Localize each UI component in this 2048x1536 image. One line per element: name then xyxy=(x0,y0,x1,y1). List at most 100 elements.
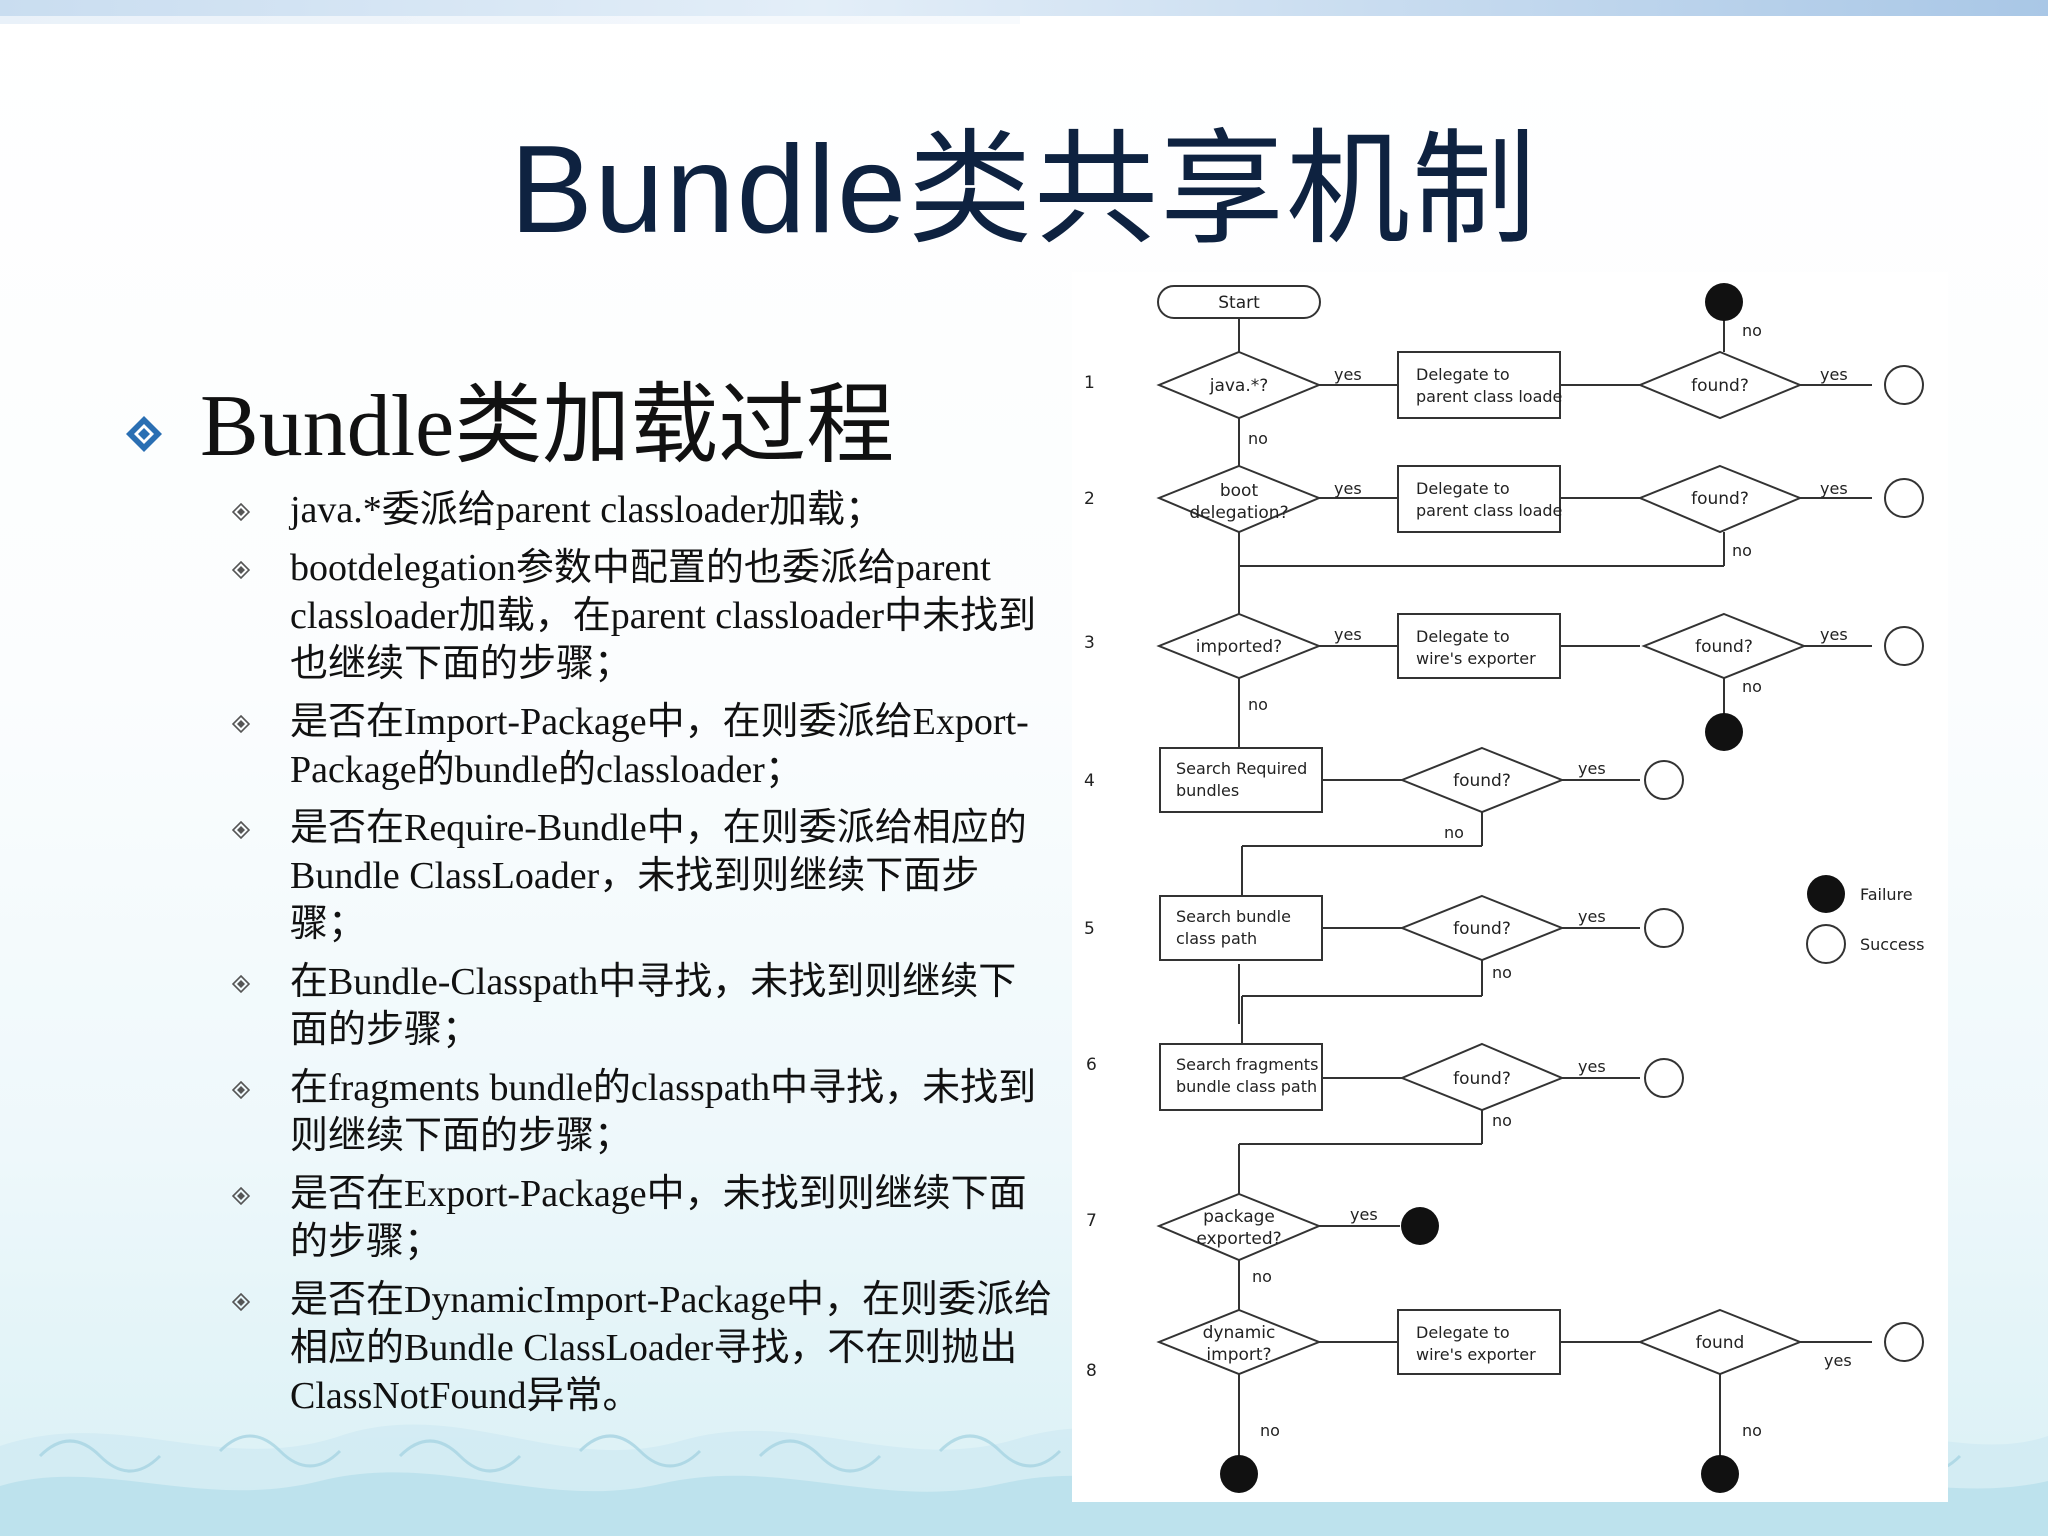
step-text: 在fragments bundle的classpath中寻找，未找到则继续下面的… xyxy=(290,1067,1037,1157)
edge-label-yes: yes xyxy=(1820,365,1848,384)
edge-label-no: no xyxy=(1742,677,1762,696)
process-search-bundle-classpath xyxy=(1159,895,1323,961)
success-node xyxy=(1884,626,1924,666)
process-delegate-wire-exporter xyxy=(1397,1309,1561,1375)
decision-found xyxy=(1641,612,1807,680)
process-label: wire's exporter xyxy=(1416,1345,1536,1364)
class-loading-flowchart: 1 2 3 4 5 6 7 8 9 Start java.*? boot del… xyxy=(1084,283,1924,1493)
process-delegate-parent xyxy=(1397,465,1561,533)
list-item: 是否在Require-Bundle中，在则委派给相应的Bundle ClassL… xyxy=(232,804,1052,948)
step-text: 在Bundle-Classpath中寻找，未找到则继续下面的步骤； xyxy=(290,961,1017,1051)
process-delegate-wire-exporter xyxy=(1397,613,1561,679)
row-number: 2 xyxy=(1084,489,1095,509)
edge-label-yes: yes xyxy=(1578,907,1606,926)
decision-dynamic-import xyxy=(1156,1308,1322,1376)
success-node xyxy=(1644,1058,1684,1098)
edge-label-no: no xyxy=(1742,1421,1762,1440)
failure-node xyxy=(1701,1455,1739,1493)
diamond-bullet-icon xyxy=(232,561,250,579)
failure-node xyxy=(1705,713,1743,751)
row-number: 4 xyxy=(1084,771,1095,791)
decision-found xyxy=(1637,1308,1803,1376)
decision-label: found? xyxy=(1695,637,1753,657)
row-number: 5 xyxy=(1084,919,1095,939)
process-label: wire's exporter xyxy=(1416,649,1536,668)
step-text: 是否在Export-Package中，未找到则继续下面的步骤； xyxy=(290,1173,1027,1263)
edge-label-no: no xyxy=(1252,1267,1272,1286)
edge-label-no: no xyxy=(1732,541,1752,560)
start-label: Start xyxy=(1218,293,1260,313)
diamond-bullet-icon xyxy=(232,503,250,521)
row-number: 3 xyxy=(1084,633,1095,653)
edge-label-yes: yes xyxy=(1334,365,1362,384)
decision-label: import? xyxy=(1206,1345,1271,1365)
success-node xyxy=(1644,908,1684,948)
top-accent-bar-secondary xyxy=(0,16,1020,24)
list-item: 是否在Export-Package中，未找到则继续下面的步骤； xyxy=(232,1170,1052,1266)
decision-label: java.*? xyxy=(1209,376,1269,396)
success-node xyxy=(1884,478,1924,518)
diamond-bullet-icon xyxy=(232,975,250,993)
edge-label-yes: yes xyxy=(1820,625,1848,644)
decision-label: package xyxy=(1203,1207,1275,1227)
decision-found xyxy=(1399,894,1565,962)
flowchart-panel: 1 2 3 4 5 6 7 8 9 Start java.*? boot del… xyxy=(1072,272,1948,1502)
start-terminal xyxy=(1157,285,1321,319)
decision-java xyxy=(1156,350,1322,420)
row-number: 1 xyxy=(1084,373,1095,393)
edge-label-no: no xyxy=(1248,695,1268,714)
step-text: java.*委派给parent classloader加载； xyxy=(290,489,884,531)
section-heading: Bundle类加载过程 xyxy=(200,378,895,475)
decision-label: found? xyxy=(1453,1069,1511,1089)
list-item: java.*委派给parent classloader加载； xyxy=(232,486,1052,534)
legend-failure-label: Failure xyxy=(1860,885,1913,904)
slide-title: Bundle类共享机制 xyxy=(509,121,1539,259)
diamond-bullet-icon xyxy=(232,1187,250,1205)
top-accent-bar xyxy=(0,0,2048,16)
process-label: Delegate to xyxy=(1416,627,1510,646)
edge-label-yes: yes xyxy=(1824,1351,1852,1370)
step-text: 是否在Import-Package中，在则委派给Export-Package的b… xyxy=(290,701,1029,791)
decision-label: found? xyxy=(1453,919,1511,939)
success-node xyxy=(1884,1322,1924,1362)
decision-label: found? xyxy=(1453,771,1511,791)
decision-package-exported xyxy=(1156,1192,1322,1262)
edge-label-no: no xyxy=(1492,1111,1512,1130)
decision-label: exported? xyxy=(1196,1229,1281,1249)
edge-label-no: no xyxy=(1260,1421,1280,1440)
success-node xyxy=(1884,365,1924,405)
edge-label-no: no xyxy=(1742,321,1762,340)
decision-found xyxy=(1399,746,1565,814)
diamond-bullet-icon xyxy=(232,715,250,733)
step-text: 是否在Require-Bundle中，在则委派给相应的Bundle ClassL… xyxy=(290,807,1027,945)
edge-label-yes: yes xyxy=(1334,625,1362,644)
decision-label: boot xyxy=(1220,481,1259,501)
process-label: bundle class path xyxy=(1176,1077,1317,1096)
decision-found xyxy=(1637,350,1803,420)
edge-label-no: no xyxy=(1492,963,1512,982)
legend-failure-icon xyxy=(1807,875,1845,913)
process-label: Search fragments xyxy=(1176,1055,1318,1074)
row-number: 6 xyxy=(1086,1055,1097,1075)
row-number: 8 xyxy=(1086,1361,1097,1381)
process-label: parent class loade xyxy=(1416,387,1562,406)
process-delegate-parent xyxy=(1397,351,1561,419)
failure-node xyxy=(1705,283,1743,321)
diamond-bullet-icon xyxy=(232,1081,250,1099)
process-label: Delegate to xyxy=(1416,1323,1510,1342)
edge-label-no: no xyxy=(1248,429,1268,448)
legend-success-icon xyxy=(1806,924,1846,964)
row-number: 7 xyxy=(1086,1211,1097,1231)
step-text: 是否在DynamicImport-Package中，在则委派给相应的Bundle… xyxy=(290,1279,1052,1417)
legend-success-label: Success xyxy=(1860,935,1924,954)
decision-imported xyxy=(1156,612,1322,680)
decision-found xyxy=(1399,1042,1565,1112)
edge-label-yes: yes xyxy=(1578,759,1606,778)
decision-label: found? xyxy=(1691,376,1749,396)
edge-label-yes: yes xyxy=(1820,479,1848,498)
process-label: Search bundle xyxy=(1176,907,1291,926)
process-label: parent class loade xyxy=(1416,501,1562,520)
decision-found xyxy=(1637,464,1803,534)
step-list: java.*委派给parent classloader加载； bootdeleg… xyxy=(232,486,1052,1430)
